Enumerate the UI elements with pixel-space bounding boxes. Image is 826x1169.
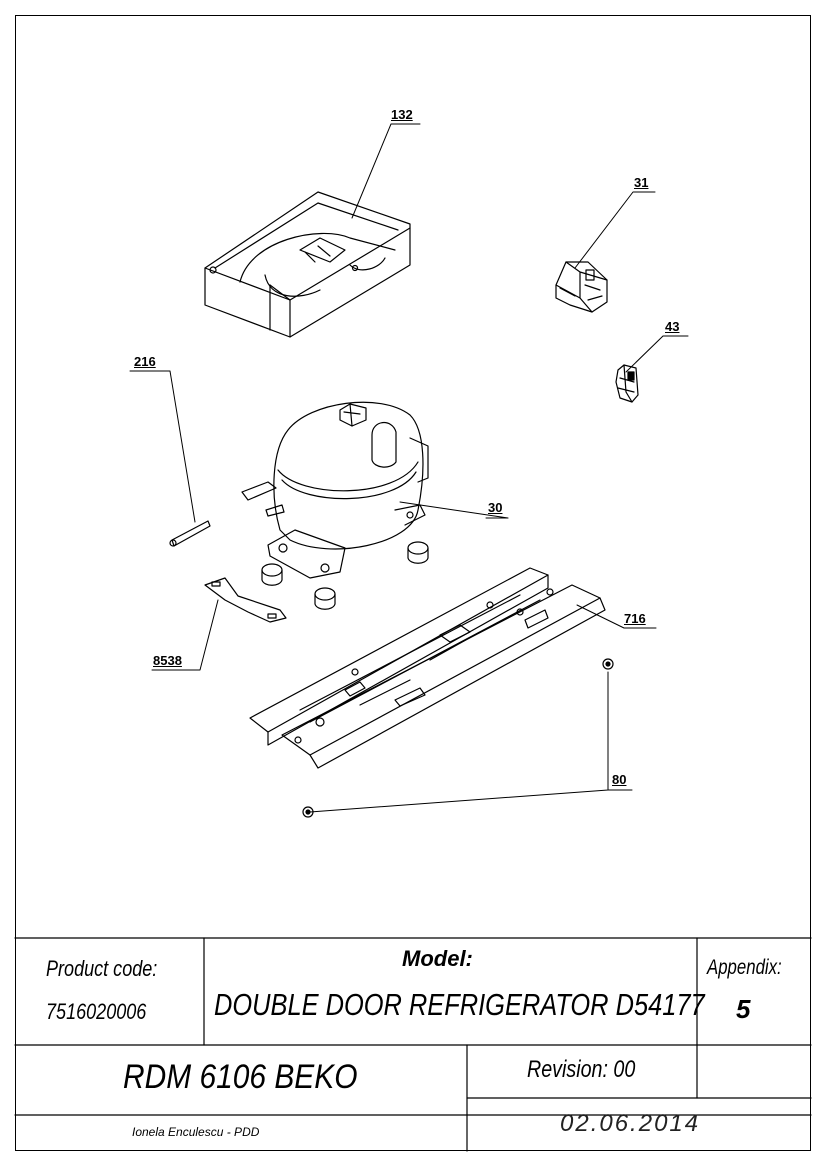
callout-43: 43 xyxy=(665,319,680,334)
model-label: Model: xyxy=(402,946,473,971)
callout-8538: 8538 xyxy=(153,653,182,668)
part-43-protector xyxy=(615,364,639,403)
callout-31: 31 xyxy=(634,175,649,190)
author: Ionela Enculescu - PDD xyxy=(132,1125,260,1139)
drawing-frame xyxy=(15,15,811,1151)
product-code-value: 7516020006 xyxy=(46,999,147,1024)
appendix-value: 5 xyxy=(736,994,751,1024)
part-216-rod xyxy=(169,520,211,547)
revision: Revision: 00 xyxy=(527,1056,636,1083)
callout-216: 216 xyxy=(134,354,156,369)
callout-132: 132 xyxy=(391,107,413,122)
callout-30: 30 xyxy=(488,500,503,515)
part-31-relay xyxy=(555,261,608,313)
brand-model: RDM 6106 BEKO xyxy=(123,1058,358,1096)
model-value: DOUBLE DOOR REFRIGERATOR D54177 xyxy=(214,987,705,1022)
leader-lines xyxy=(129,123,689,813)
part-30-compressor xyxy=(241,401,429,610)
part-716-base-rails xyxy=(249,567,606,769)
callout-716: 716 xyxy=(624,611,646,626)
appendix-label: Appendix: xyxy=(707,956,782,979)
date: 02.06.2014 xyxy=(560,1110,701,1137)
callout-80: 80 xyxy=(612,772,627,787)
product-code-label: Product code: xyxy=(46,956,158,981)
part-132-tray xyxy=(204,191,411,338)
part-8538-pad xyxy=(204,577,287,623)
title-block-grid xyxy=(14,937,812,1152)
